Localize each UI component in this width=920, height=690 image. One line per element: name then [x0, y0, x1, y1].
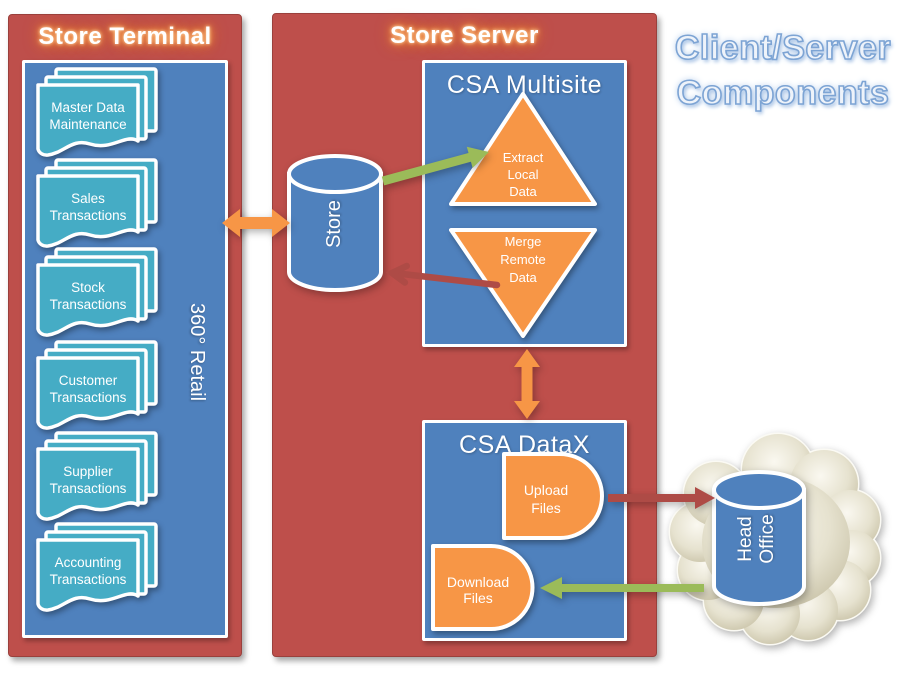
download-label: Files: [463, 590, 493, 606]
upload-files-shape: Upload Files: [502, 452, 604, 540]
doc-label: Supplier: [63, 464, 113, 479]
head-office-line2: Office: [757, 514, 778, 564]
store-server-title: Store Server: [390, 22, 539, 49]
doc-label: Maintenance: [49, 117, 126, 132]
doc-stack-customer: Customer Transactions: [36, 340, 158, 430]
retail-360-side-label: 360° Retail: [186, 302, 209, 402]
doc-stack-sales: Sales Transactions: [36, 158, 158, 248]
doc-stack-stock: Stock Transactions: [36, 247, 158, 337]
doc-label: Transactions: [50, 208, 127, 223]
download-label: Download: [447, 574, 509, 590]
doc-label: Transactions: [50, 481, 127, 496]
extract-label: Extract: [503, 150, 544, 165]
page-title: Client/Server Components: [650, 26, 916, 116]
upload-label: Upload: [524, 482, 568, 498]
doc-stack-accounting: Accounting Transactions: [36, 522, 158, 612]
page-title-line2: Components: [676, 73, 890, 113]
head-office-cylinder: [712, 470, 806, 606]
doc-label: Customer: [59, 373, 118, 388]
merge-label: Remote: [500, 252, 546, 267]
doc-label: Transactions: [50, 572, 127, 587]
store-terminal-title: Store Terminal: [38, 23, 212, 50]
doc-label: Stock: [71, 280, 105, 295]
doc-label: Transactions: [50, 297, 127, 312]
head-office-line1: Head: [735, 516, 756, 562]
doc-label: Sales: [71, 191, 105, 206]
download-files-shape: Download Files: [431, 544, 535, 631]
doc-label: Master Data: [51, 100, 125, 115]
doc-label: Transactions: [50, 390, 127, 405]
page-title-line1: Client/Server: [674, 28, 892, 68]
extract-local-data-triangle: Extract Local Data: [449, 92, 597, 206]
store-database-cylinder: [287, 154, 383, 292]
store-database-label: Store: [322, 200, 345, 248]
extract-label: Local: [507, 167, 538, 182]
doc-stack-supplier: Supplier Transactions: [36, 431, 158, 521]
merge-label: Data: [509, 270, 537, 285]
merge-label: Merge: [505, 234, 542, 249]
doc-stack-master-data: Master Data Maintenance: [36, 67, 158, 157]
head-office-label: Head Office: [734, 474, 780, 604]
doc-label: Accounting: [55, 555, 122, 570]
extract-label: Data: [509, 184, 537, 199]
upload-label: Files: [531, 500, 561, 516]
merge-remote-data-triangle: Merge Remote Data: [449, 228, 597, 338]
